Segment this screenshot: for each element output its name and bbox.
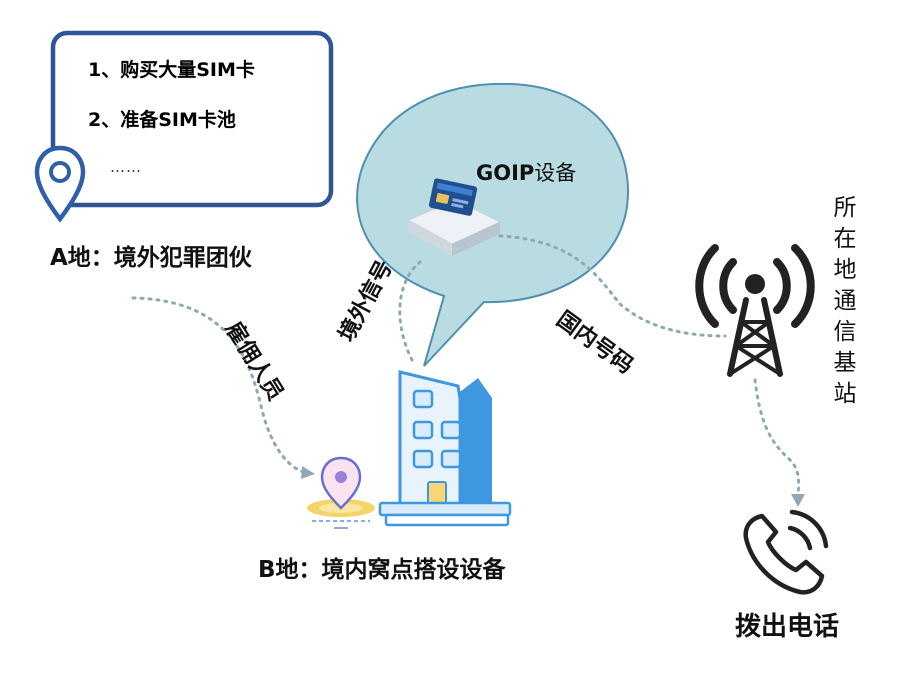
goip-label: GOIP设备 xyxy=(476,157,576,187)
base-station-char: 基 xyxy=(833,350,857,376)
info-ellipsis: …… xyxy=(110,158,142,176)
base-station-char: 通 xyxy=(833,288,857,314)
base-station-char: 站 xyxy=(833,381,857,407)
location-pin-icon xyxy=(34,145,86,223)
b-location-pin-icon xyxy=(307,456,375,529)
phone-icon xyxy=(743,509,829,595)
cell-tower-icon xyxy=(695,244,815,377)
call-path-line xyxy=(753,378,801,498)
call-arrow-head xyxy=(791,494,805,507)
goip-device-icon xyxy=(406,178,502,256)
connection-lines xyxy=(131,234,801,498)
info-step-2: 2、准备SIM卡池 xyxy=(88,109,236,131)
location-b-label: B地：境内窝点搭设设备 xyxy=(258,557,506,583)
base-station-char: 所 xyxy=(833,195,857,221)
domestic-number-path-line xyxy=(498,234,727,338)
building-icon xyxy=(378,370,512,527)
hire-arrow-head xyxy=(301,466,315,479)
signal-path-line xyxy=(398,260,422,362)
call-label: 拨出电话 xyxy=(735,612,840,642)
base-station-char: 在 xyxy=(833,226,857,252)
cell-tower-top-icon xyxy=(745,274,765,294)
goip-label-prefix: GOIP xyxy=(476,161,535,185)
base-station-char: 地 xyxy=(833,257,857,283)
goip-label-suffix: 设备 xyxy=(534,161,577,185)
info-step-1: 1、购买大量SIM卡 xyxy=(88,59,255,81)
base-station-label: 所 在 地 通 信 基 站 xyxy=(829,193,861,410)
location-a-label: A地：境外犯罪团伙 xyxy=(50,245,252,271)
base-station-char: 信 xyxy=(833,319,857,345)
info-box xyxy=(50,30,334,208)
